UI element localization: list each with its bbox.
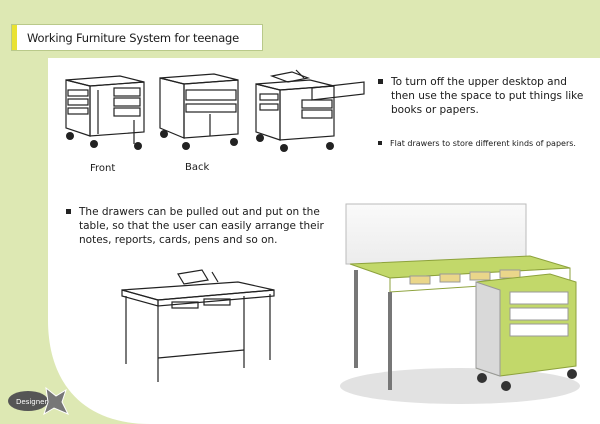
title-banner: Working Furniture System for teenage — [11, 24, 263, 51]
designer-logo: Designer — [8, 386, 70, 416]
bullet-drawers-table-text: The drawers can be pulled out and put on… — [79, 206, 324, 246]
logo-text: Designer — [16, 398, 47, 406]
bullet-desktop: To turn off the upper desktop and then u… — [378, 75, 588, 117]
table-drawing — [121, 269, 275, 382]
bullet-flat-drawers-text: Flat drawers to store different kinds of… — [390, 139, 576, 148]
bullet-drawers-table: The drawers can be pulled out and put on… — [66, 205, 336, 247]
bullet-marker — [378, 79, 383, 84]
title-accent-bar — [12, 25, 17, 50]
back-label: Back — [185, 162, 210, 173]
front-label: Front — [90, 163, 116, 174]
bullet-desktop-text: To turn off the upper desktop and then u… — [391, 76, 584, 116]
cart-front-drawing — [65, 75, 145, 150]
cart-open-drawing — [255, 69, 365, 152]
bullet-marker — [66, 209, 71, 214]
bullet-flat-drawers: Flat drawers to store different kinds of… — [378, 138, 583, 150]
page-title: Working Furniture System for teenage — [27, 30, 240, 45]
desk-render — [340, 203, 580, 404]
bullet-marker — [378, 141, 382, 145]
cart-back-drawing — [159, 73, 239, 150]
